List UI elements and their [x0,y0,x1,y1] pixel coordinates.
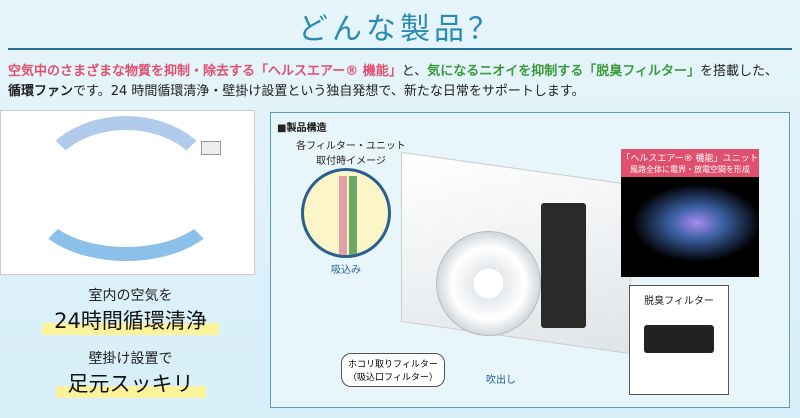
divider [8,48,792,50]
room-illustration [0,110,255,275]
feature-caption: 室内の空気を [88,288,173,304]
deodorant-filter-unit [541,203,586,328]
outlet-label: 吹出し [486,375,516,386]
structure-heading: ■製品構造 [277,123,327,134]
feature-headline: 24時間循環清浄 [42,305,219,335]
product-structure-panel: ■製品構造 各フィルター・ユニット 取付時イメージ 「ヘルスエアー® 機能」ユニ… [270,112,790,408]
page-title: どんな製品？ [298,12,502,47]
feature-caption: 壁掛け設置で [88,351,173,367]
feature-headline: 足元スッキリ [55,368,206,398]
text: を搭載した、 [699,64,778,79]
description-line-1: 空気中のさまざまな物質を抑制・除去する「ヘルスエアー® 機能」と、気になるニオイ… [8,60,778,79]
deodorant-text: 気になるニオイを抑制する「脱臭フィルター」 [427,64,700,79]
healthair-unit-callout: 「ヘルスエアー® 機能」ユニット風路全体に電界・放電空間を形成 [621,149,759,277]
dust-filter-label: ホコリ取りフィルター （吸込口フィルター） [341,353,445,387]
feature-circulation: 室内の空気を 24時間循環清浄 [8,285,253,335]
filter-image-label: 各フィルター・ユニット 取付時イメージ [296,141,406,167]
text: と、 [401,64,428,79]
deodorant-filter-callout: 脱臭フィルター [629,285,729,395]
feature-wall-mount: 壁掛け設置で 足元スッキリ [8,348,253,398]
healthair-subtitle: 風路全体に電界・放電空間を形成 [630,165,750,174]
description-line-2: 循環ファンです。24 時間循環清浄・壁掛け設置という独自発想で、新たな日常をサポ… [8,80,585,99]
product-type-text: 循環ファン [8,84,74,99]
filter-closeup-image [301,168,391,258]
healthair-text: 空気中のさまざまな物質を抑制・除去する「ヘルスエアー® 機能」 [8,64,402,79]
fan-image [436,231,541,336]
healthair-title: 「ヘルスエアー® 機能」ユニット [621,154,759,164]
text: です。24 時間循環清浄・壁掛け設置という独自発想で、新たな日常をサポートします… [73,84,585,99]
intake-label: 吸込み [331,265,361,276]
deodorant-label: 脱臭フィルター [644,296,714,307]
